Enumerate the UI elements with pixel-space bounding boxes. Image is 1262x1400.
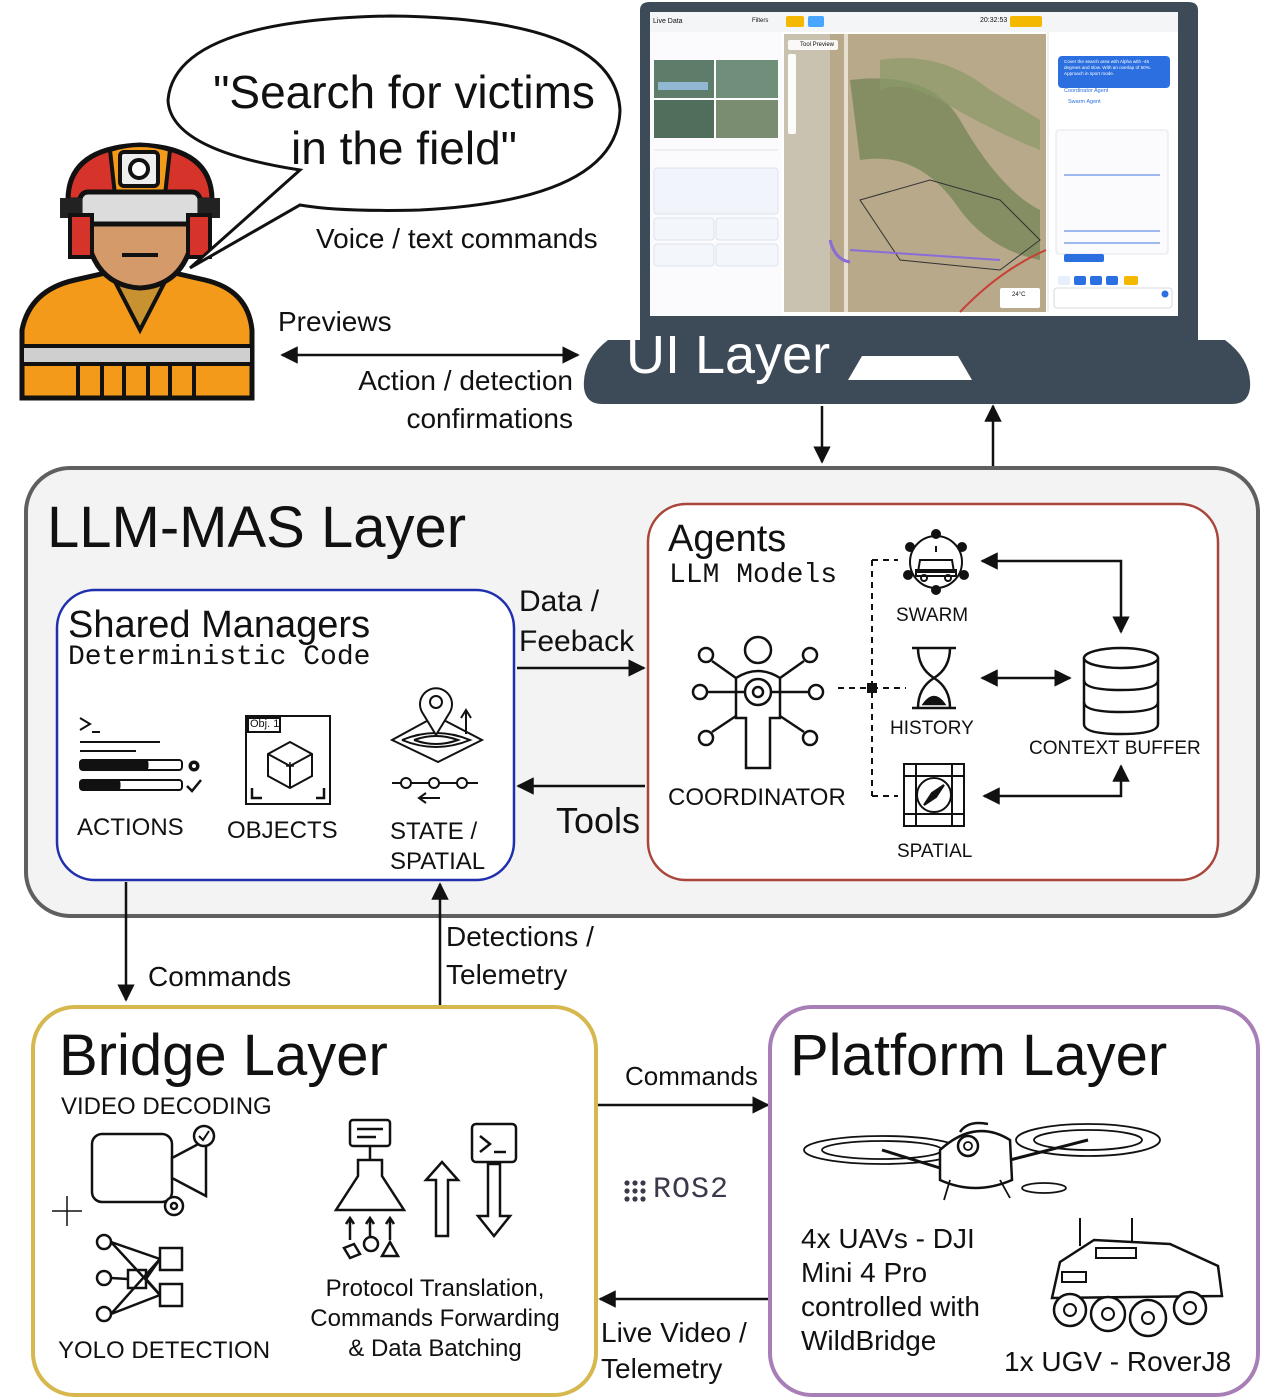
protocol-line-3: & Data Batching <box>348 1335 522 1362</box>
llm-mas-title: LLM-MAS Layer <box>47 495 467 560</box>
action-confirm-line-2: confirmations <box>406 403 573 434</box>
action-confirm-line-1: Action / detection <box>358 365 573 396</box>
yolo-detection-label: YOLO DETECTION <box>58 1337 271 1364</box>
screen-clock: 20:32:53 <box>980 17 1008 24</box>
swarm-label: SWARM <box>896 605 969 626</box>
bridge-layer-box <box>31 1005 598 1397</box>
up-down-arrows-icon <box>423 1122 518 1239</box>
agent-connectors <box>838 559 906 797</box>
speech-bubble <box>166 14 622 270</box>
screen-temperature: 24°C <box>1012 292 1026 298</box>
voice-commands-label: Voice / text commands <box>316 223 598 254</box>
live-video-line-2: Telemetry <box>601 1353 723 1384</box>
data-feedback-line-2: Feeback <box>519 625 635 658</box>
coordinator-agent-icon <box>691 635 825 770</box>
live-video-label: Live Video / Telemetry <box>601 1315 747 1387</box>
compass-spatial-icon <box>903 763 965 827</box>
drone-icon <box>803 1121 1161 1201</box>
history-label: HISTORY <box>890 718 974 739</box>
plus-icon <box>52 1196 82 1226</box>
protocol-funnel-icon <box>333 1118 407 1260</box>
action-confirm-label: Action / detection confirmations <box>320 362 573 438</box>
context-arrows <box>980 552 1130 805</box>
shared-managers-title: Shared Managers <box>68 604 371 646</box>
protocol-line-2: Commands Forwarding <box>310 1305 560 1332</box>
screen-swarm-agent: Swarm Agent <box>1068 99 1101 105</box>
screen-coordinator-agent: Coordinator Agent <box>1064 88 1109 94</box>
ui-layer-title: UI Layer <box>626 325 831 385</box>
connector-junction <box>867 683 877 693</box>
speech-line-2: in the field" <box>290 122 518 174</box>
detections-line-2: Telemetry <box>446 959 568 990</box>
map-pin-state-icon <box>389 687 485 804</box>
detections-label: Detections / Telemetry <box>446 918 594 994</box>
state-line-2: SPATIAL <box>390 848 486 875</box>
screen-tool-preview: Tool Preview <box>800 42 835 48</box>
ros2-logo-icon <box>624 1180 646 1202</box>
screen-filters: Filters <box>752 18 769 24</box>
agents-subtitle: LLM Models <box>669 560 838 591</box>
ros2-label: ROS2 <box>653 1173 730 1207</box>
swarm-agent-icon <box>903 529 969 595</box>
object-box-icon <box>245 715 331 805</box>
hourglass-history-icon <box>912 646 956 710</box>
app-screenshot <box>650 12 1178 316</box>
screen-live-data: Live Data <box>653 18 683 25</box>
uav-line-1: 4x UAVs - DJI <box>801 1223 975 1254</box>
commands-down-label: Commands <box>148 961 292 992</box>
tools-label: Tools <box>556 800 641 841</box>
speech-line-1: "Search for victims <box>213 66 595 118</box>
agents-title: Agents <box>668 518 787 560</box>
detections-line-1: Detections / <box>446 921 594 952</box>
spatial-label: SPATIAL <box>897 841 973 862</box>
video-camera-icon <box>90 1124 216 1217</box>
commands-right-label: Commands <box>625 1061 758 1091</box>
platform-layer-title: Platform Layer <box>790 1023 1168 1088</box>
uav-line-3: controlled with <box>801 1291 980 1322</box>
shared-managers-subtitle: Deterministic Code <box>68 642 371 673</box>
uav-description: 4x UAVs - DJI Mini 4 Pro controlled with… <box>801 1222 980 1358</box>
context-buffer-label: CONTEXT BUFFER <box>1029 738 1201 759</box>
protocol-label: Protocol Translation, Commands Forwardin… <box>300 1274 570 1364</box>
video-decoding-label: VIDEO DECODING <box>61 1093 272 1120</box>
shared-managers-box <box>55 588 516 882</box>
data-feedback-line-1: Data / <box>519 585 600 618</box>
uav-line-4: WildBridge <box>801 1325 937 1356</box>
operator-icon <box>19 142 255 401</box>
live-video-line-1: Live Video / <box>601 1317 747 1348</box>
objects-tag: Obj. 1 <box>250 718 280 730</box>
state-spatial-label: STATE / SPATIAL <box>390 817 485 877</box>
database-context-icon <box>1082 646 1160 736</box>
protocol-line-1: Protocol Translation, <box>325 1275 545 1302</box>
ugv-description: 1x UGV - RoverJ8 <box>1004 1346 1232 1377</box>
rover-ugv-icon <box>1050 1218 1224 1338</box>
neural-network-icon <box>95 1233 184 1323</box>
screen-chat-message: Cover the search area with Alpha with -4… <box>1064 59 1152 76</box>
data-feedback-label: Data / Feeback <box>519 582 634 662</box>
uav-line-2: Mini 4 Pro <box>801 1257 928 1288</box>
actions-label: ACTIONS <box>77 814 184 841</box>
bridge-layer-title: Bridge Layer <box>59 1023 388 1088</box>
terminal-actions-icon <box>79 717 202 793</box>
speech-text: "Search for victims in the field" <box>175 64 633 176</box>
coordinator-label: COORDINATOR <box>668 784 846 811</box>
objects-label: OBJECTS <box>227 817 338 844</box>
previews-label: Previews <box>278 306 392 337</box>
state-line-1: STATE / <box>390 818 478 845</box>
